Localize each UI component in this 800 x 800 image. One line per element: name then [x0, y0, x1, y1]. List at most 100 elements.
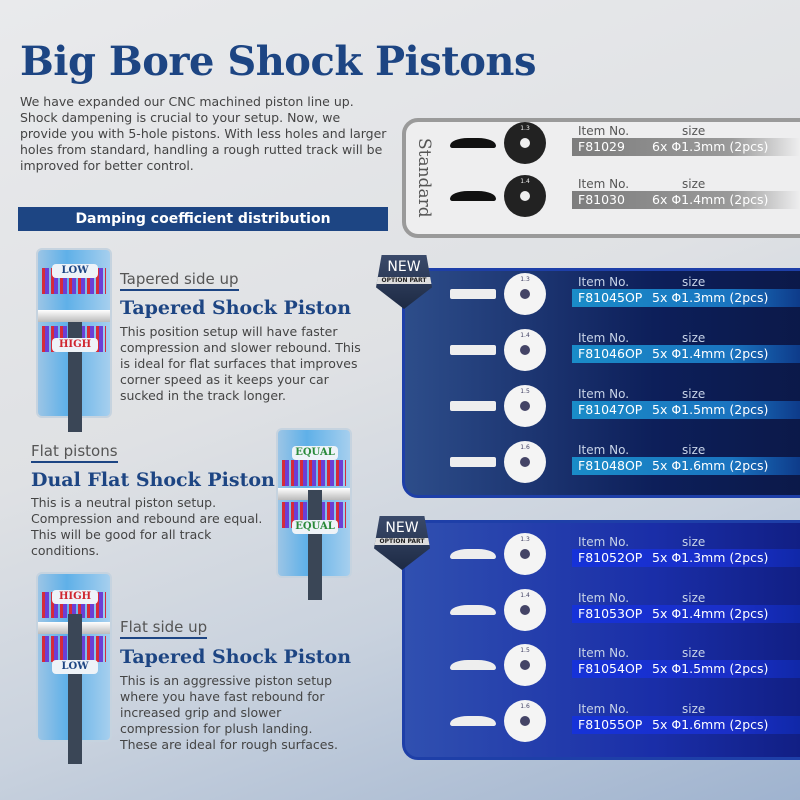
- setup-heading: Tapered Shock Piston: [120, 297, 352, 319]
- piston-item-row: 1.3 Item No. size F81052OP 5x Φ1.3mm (2pc…: [400, 533, 800, 585]
- piston-item-row: 1.5 Item No. size F81047OP 5x Φ1.5mm (2pc…: [400, 385, 800, 437]
- setup-text: This position setup will have faster com…: [120, 324, 361, 403]
- piston-side-image: [450, 604, 496, 615]
- piston-top-image: 1.4: [504, 588, 546, 631]
- item-no-header: Item No.: [578, 646, 630, 660]
- item-no-header: Item No.: [578, 701, 630, 716]
- item-bar: F81048OP 5x Φ1.6mm (2pcs): [572, 457, 800, 475]
- piston-top-image: 1.4: [504, 175, 546, 217]
- item-no-header: Item No.: [578, 443, 630, 457]
- item-bar: F81054OP 5x Φ1.5mm (2pcs): [572, 660, 800, 678]
- item-no-header: Item No.: [578, 275, 630, 289]
- size-header: size: [682, 177, 706, 191]
- shock-diagram-tapered-up: LOW HIGH: [36, 248, 112, 432]
- item-number: F81047OP: [578, 402, 643, 417]
- piston-top-image: 1.5: [504, 385, 546, 427]
- item-no-header: Item No.: [578, 590, 630, 605]
- size-header: size: [682, 646, 706, 660]
- size-header: size: [682, 124, 706, 138]
- size-header: size: [682, 387, 706, 401]
- item-size: 5x Φ1.6mm (2pcs): [652, 716, 769, 732]
- piston-side-image: [450, 715, 496, 726]
- item-number: F81046OP: [578, 346, 643, 361]
- standard-label: Standard: [414, 138, 434, 218]
- damping-label: HIGH: [52, 338, 98, 352]
- setup-text: This is an aggressive piston setup where…: [120, 673, 338, 752]
- size-header: size: [682, 275, 706, 289]
- item-size: 5x Φ1.3mm (2pcs): [652, 290, 769, 305]
- piston-side-image: [450, 191, 496, 201]
- badge-ribbon: OPTION PART: [374, 538, 430, 545]
- damping-label: EQUAL: [292, 446, 338, 460]
- item-size: 5x Φ1.4mm (2pcs): [652, 605, 769, 621]
- hole-size-label: 1.4: [520, 178, 530, 185]
- size-header: size: [682, 331, 706, 345]
- piston-top-image: 1.3: [504, 533, 546, 575]
- piston-item-row: 1.3 Item No. size F81045OP 5x Φ1.3mm (2pc…: [400, 273, 800, 325]
- item-number: F81045OP: [578, 290, 643, 305]
- page-title: Big Bore Shock Pistons: [20, 38, 537, 85]
- item-size: 5x Φ1.3mm (2pcs): [652, 550, 769, 565]
- item-size: 5x Φ1.5mm (2pcs): [652, 402, 769, 417]
- item-no-header: Item No.: [578, 535, 630, 549]
- piston-item-row: 1.4 Item No. size F81053OP 5x Φ1.4mm (2pc…: [400, 588, 800, 641]
- piston-item-row: 1.4 Item No. size F81046OP 5x Φ1.4mm (2pc…: [400, 329, 800, 381]
- item-number: F81053OP: [578, 605, 643, 621]
- item-size: 6x Φ1.3mm (2pcs): [652, 139, 769, 154]
- setup-text: This is a neutral piston setup. Compress…: [31, 495, 263, 558]
- item-number: F81030: [578, 192, 625, 207]
- piston-item-row: 1.5 Item No. size F81054OP 5x Φ1.5mm (2pc…: [400, 644, 800, 696]
- item-size: 5x Φ1.4mm (2pcs): [652, 346, 769, 361]
- damping-label: LOW: [52, 660, 98, 674]
- setup-subtitle: Tapered side up: [120, 270, 239, 291]
- item-bar: F81046OP 5x Φ1.4mm (2pcs): [572, 345, 800, 363]
- hole-size-label: 1.3: [520, 125, 530, 132]
- intro-text: We have expanded our CNC machined piston…: [20, 94, 387, 173]
- damping-heading: Damping coefficient distribution: [18, 207, 388, 231]
- piston-top-image: 1.6: [504, 699, 546, 742]
- hole-size-label: 1.6: [520, 444, 530, 451]
- badge-text: NEW: [387, 259, 421, 275]
- damping-label: LOW: [52, 264, 98, 278]
- piston-side-image: [450, 549, 496, 559]
- item-bar: F81053OP 5x Φ1.4mm (2pcs): [572, 604, 800, 623]
- badge-ribbon: OPTION PART: [376, 277, 432, 284]
- item-number: F81048OP: [578, 458, 643, 473]
- size-header: size: [682, 535, 706, 549]
- setup-heading: Dual Flat Shock Piston: [31, 469, 275, 491]
- item-number: F81052OP: [578, 550, 643, 565]
- hole-size-label: 1.3: [520, 536, 530, 543]
- hole-size-label: 1.5: [520, 388, 530, 395]
- piston-top-image: 1.6: [504, 441, 546, 483]
- shock-diagram-flat: EQUAL EQUAL: [276, 428, 352, 600]
- item-size: 5x Φ1.6mm (2pcs): [652, 458, 769, 473]
- item-bar: F81045OP 5x Φ1.3mm (2pcs): [572, 289, 800, 307]
- item-number: F81054OP: [578, 661, 643, 676]
- item-number: F81055OP: [578, 716, 643, 732]
- piston-top-image: 1.4: [504, 329, 546, 371]
- item-size: 5x Φ1.5mm (2pcs): [652, 661, 769, 676]
- piston-side-image: [450, 138, 496, 148]
- setup-subtitle: Flat side up: [120, 618, 208, 639]
- hole-size-label: 1.4: [520, 332, 530, 339]
- item-no-header: Item No.: [578, 331, 630, 345]
- piston-side-image: [450, 457, 496, 467]
- item-number: F81029: [578, 139, 625, 154]
- piston-item-row: 1.6 Item No. size F81055OP 5x Φ1.6mm (2pc…: [400, 699, 800, 752]
- item-no-header: Item No.: [578, 387, 630, 401]
- piston-top-image: 1.5: [504, 644, 546, 686]
- item-no-header: Item No.: [578, 124, 630, 138]
- size-header: size: [682, 590, 706, 605]
- piston-item-row: 1.3 Item No. size F81029 6x Φ1.3mm (2pcs): [400, 122, 800, 174]
- size-header: size: [682, 701, 706, 716]
- piston-side-image: [450, 289, 496, 299]
- piston-side-image: [450, 345, 496, 355]
- item-bar: F81055OP 5x Φ1.6mm (2pcs): [572, 715, 800, 734]
- damping-label: HIGH: [52, 590, 98, 604]
- hole-size-label: 1.5: [520, 647, 530, 654]
- setup-heading: Tapered Shock Piston: [120, 646, 352, 668]
- piston-top-image: 1.3: [504, 273, 546, 315]
